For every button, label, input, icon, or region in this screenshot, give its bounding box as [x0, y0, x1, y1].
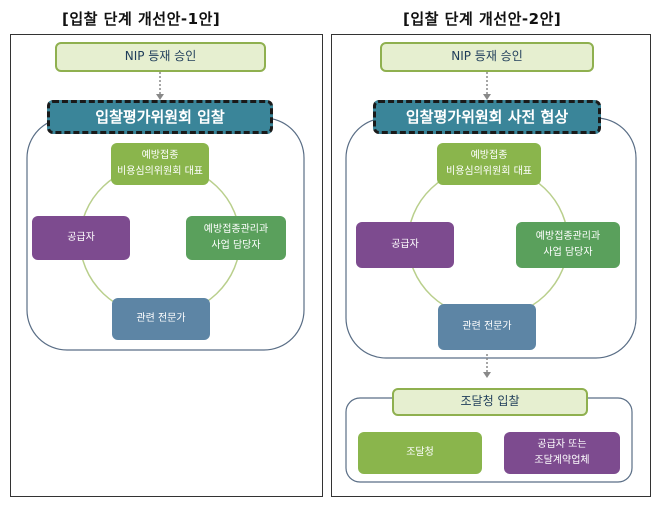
left-manager-line1: 예방접종관리과 — [203, 224, 269, 235]
right-supplier-or-line1: 공급자 또는 — [537, 439, 587, 450]
right-manager-box: 예방접종관리과 사업 담당자 — [516, 222, 620, 268]
right-committee-label: 입찰평가위원회 사전 협상 — [405, 108, 569, 126]
right-manager-line1: 예방접종관리과 — [535, 231, 601, 242]
right-procurement-box: 조달청 — [358, 432, 482, 474]
right-expert-label: 관련 전문가 — [462, 321, 512, 332]
right-nip-approval-box: NIP 등재 승인 — [380, 42, 594, 72]
right-procurement-bid-box: 조달청 입찰 — [392, 388, 588, 416]
right-vaccine-committee-box: 예방접종 비용심의위원회 대표 — [437, 143, 541, 185]
right-supplier-box: 공급자 — [356, 222, 454, 268]
left-vaccine-committee-line1: 예방접종 — [141, 150, 179, 161]
left-nip-approval-box: NIP 등재 승인 — [55, 42, 266, 72]
left-supplier-box: 공급자 — [32, 216, 130, 260]
right-committee-box: 입찰평가위원회 사전 협상 — [373, 100, 601, 134]
left-vaccine-committee-box: 예방접종 비용심의위원회 대표 — [111, 143, 209, 185]
left-title: [입찰 단계 개선안-1안] — [62, 10, 221, 28]
right-supplier-or-contractor-box: 공급자 또는 조달계약업체 — [504, 432, 620, 474]
right-title: [입찰 단계 개선안-2안] — [403, 10, 562, 28]
left-expert-box: 관련 전문가 — [112, 298, 210, 340]
left-manager-line2: 사업 담당자 — [211, 240, 261, 251]
right-vaccine-committee-line2: 비용심의위원회 대표 — [446, 166, 532, 177]
right-procurement-label: 조달청 — [406, 447, 434, 458]
right-supplier-label: 공급자 — [391, 239, 419, 250]
right-vaccine-committee-line1: 예방접종 — [470, 150, 508, 161]
right-manager-line2: 사업 담당자 — [543, 247, 593, 258]
left-vaccine-committee-line2: 비용심의위원회 대표 — [117, 166, 203, 177]
left-expert-label: 관련 전문가 — [136, 313, 186, 324]
left-committee-box: 입찰평가위원회 입찰 — [47, 100, 273, 134]
left-nip-approval-label: NIP 등재 승인 — [124, 49, 197, 64]
right-expert-box: 관련 전문가 — [438, 304, 536, 350]
right-procurement-bid-label: 조달청 입찰 — [460, 394, 520, 409]
left-committee-label: 입찰평가위원회 입찰 — [95, 108, 225, 126]
right-nip-approval-label: NIP 등재 승인 — [451, 49, 523, 64]
left-manager-box: 예방접종관리과 사업 담당자 — [186, 216, 286, 260]
right-supplier-or-line2: 조달계약업체 — [534, 455, 590, 466]
left-supplier-label: 공급자 — [67, 232, 95, 243]
